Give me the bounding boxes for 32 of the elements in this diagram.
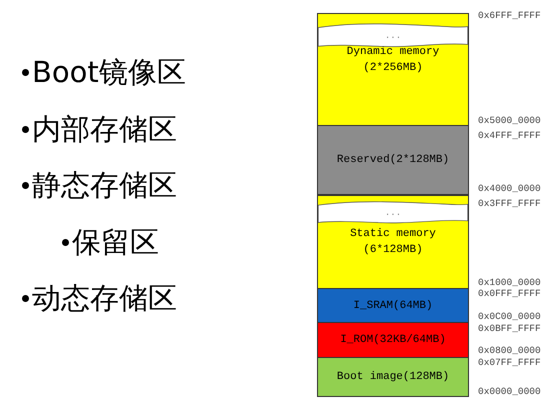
list-item: 动态存储区 <box>32 281 177 315</box>
region-label: Static memory (6*128MB) <box>349 227 437 258</box>
ellipsis-band <box>318 200 468 226</box>
list-item: 静态存储区 <box>32 168 177 202</box>
list-item: 保留区 <box>72 225 159 259</box>
memory-region <box>317 13 469 126</box>
memory-region <box>317 357 469 397</box>
address-label: 0x07FF_FFFF <box>478 357 541 368</box>
ellipsis-text: ... <box>384 207 402 220</box>
memory-region <box>317 195 469 289</box>
address-label: 0x0FFF_FFFF <box>478 288 541 299</box>
memory-region <box>317 125 469 195</box>
address-label: 0x6FFF_FFFF <box>478 10 541 21</box>
memory-region <box>317 322 469 358</box>
address-label: 0x4FFF_FFFF <box>478 130 541 141</box>
address-label: 0x4000_0000 <box>478 183 541 194</box>
address-label: 0x5000_0000 <box>478 115 541 126</box>
address-label: 0x3FFF_FFFF <box>478 198 541 209</box>
address-label: 0x0BFF_FFFF <box>478 323 541 334</box>
address-label: 0x1000_0000 <box>478 277 541 288</box>
region-label: Boot image(128MB) <box>336 370 450 385</box>
list-item: 内部存储区 <box>32 112 177 146</box>
address-label: 0x0800_0000 <box>478 345 541 356</box>
region-label: Reserved(2*128MB) <box>336 153 450 168</box>
list-item: Boot镜像区 <box>32 55 186 89</box>
address-label: 0x0C00_0000 <box>478 311 541 322</box>
memory-region <box>317 288 469 323</box>
region-label: Dynamic memory (2*256MB) <box>346 45 440 76</box>
ellipsis-text: ... <box>384 30 402 43</box>
address-label: 0x0000_0000 <box>478 386 541 397</box>
region-label: I_ROM(32KB/64MB) <box>339 333 447 348</box>
region-label: I_SRAM(64MB) <box>352 298 434 314</box>
